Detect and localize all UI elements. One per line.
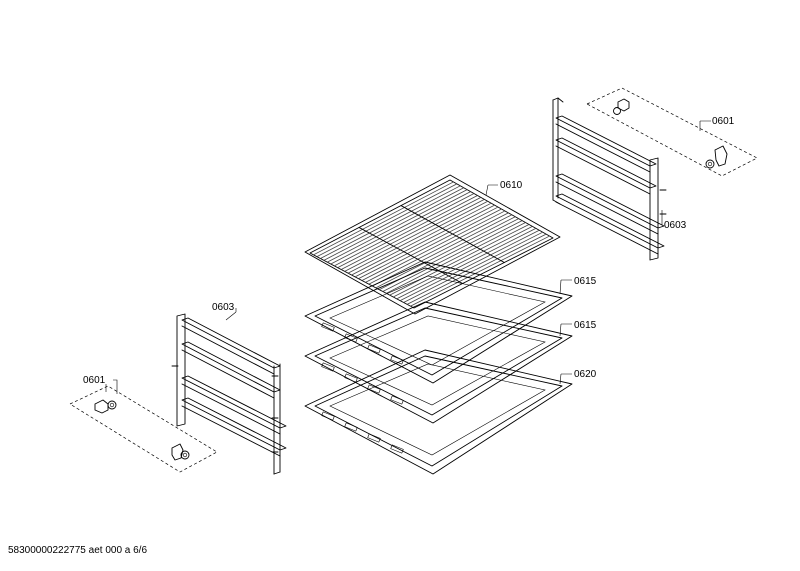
rack-wire xyxy=(386,222,526,294)
label-0615-middle: 0615 xyxy=(574,320,597,331)
label-0603-left: 0603 xyxy=(212,302,235,313)
rack-wire xyxy=(341,197,482,270)
tray-middle-slots xyxy=(321,362,404,405)
rack-wire xyxy=(334,193,475,267)
rack-wire xyxy=(354,204,495,278)
right-side-rail xyxy=(552,97,667,261)
right-fastener-group xyxy=(586,87,758,177)
rack-wire xyxy=(406,233,547,305)
leader-lines xyxy=(105,120,711,394)
rack-wire xyxy=(344,198,485,272)
label-0610: 0610 xyxy=(500,180,523,191)
label-0620: 0620 xyxy=(574,369,597,380)
rack-cross-bar xyxy=(400,205,505,263)
rack-wire xyxy=(393,226,533,298)
baking-tray-middle xyxy=(304,301,573,424)
rack-wire xyxy=(382,220,523,292)
rack-wire xyxy=(316,183,458,258)
baking-tray-upper xyxy=(304,261,573,384)
label-0603-right: 0603 xyxy=(664,220,687,231)
rack-wire xyxy=(389,224,530,296)
rack-wire xyxy=(375,216,516,289)
wire-rack xyxy=(304,174,561,315)
rack-wire xyxy=(337,195,478,269)
rack-wire xyxy=(320,185,461,259)
rack-cross-bar xyxy=(358,226,464,284)
rack-wire xyxy=(323,187,464,261)
deep-tray-slots xyxy=(321,411,404,454)
rack-wire xyxy=(396,227,537,300)
label-0601-right: 0601 xyxy=(712,116,735,127)
document-footer: 58300000222775 aet 000 a 6/6 xyxy=(8,545,148,556)
rack-wire xyxy=(410,235,550,307)
rack-wire xyxy=(403,231,543,303)
rack-wire xyxy=(330,191,471,265)
rack-wire xyxy=(347,200,488,274)
label-0615-upper: 0615 xyxy=(574,276,597,287)
deep-tray xyxy=(304,349,573,475)
rack-wire xyxy=(372,214,512,287)
rack-wire xyxy=(327,189,468,263)
rack-wire xyxy=(399,229,540,302)
rack-wire xyxy=(368,212,509,285)
tray-upper-slots xyxy=(321,322,404,365)
rack-wire xyxy=(313,181,454,256)
rack-wire xyxy=(365,210,506,283)
left-fastener-group xyxy=(69,385,218,473)
rack-wire xyxy=(351,202,492,276)
rack-wire xyxy=(358,206,499,280)
rack-wire xyxy=(361,208,502,281)
label-0601-left: 0601 xyxy=(83,375,106,386)
left-side-rail xyxy=(171,313,287,475)
